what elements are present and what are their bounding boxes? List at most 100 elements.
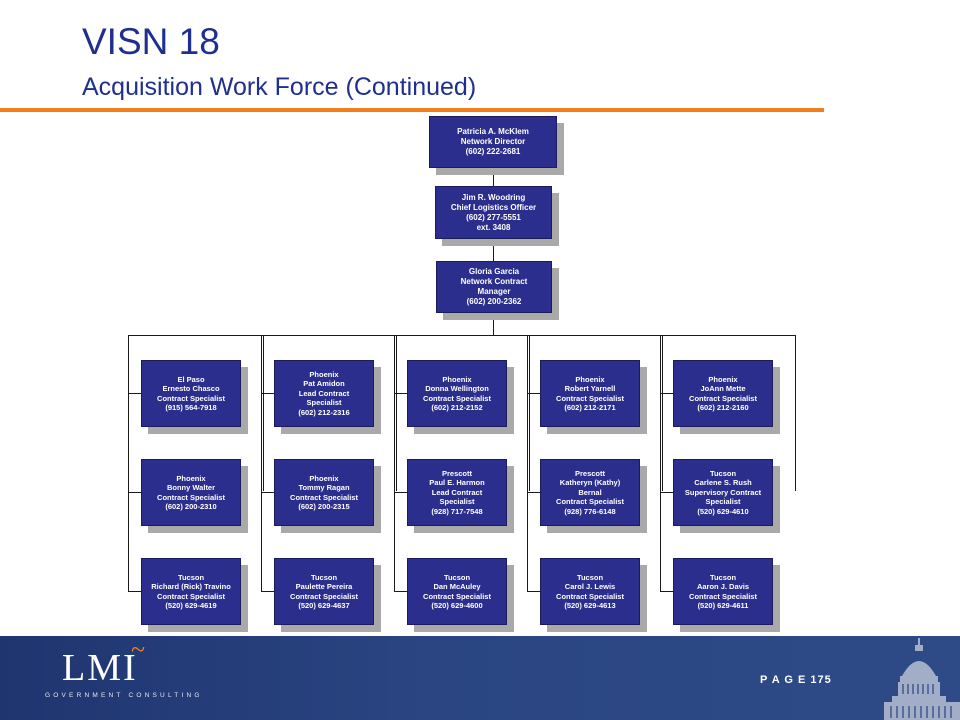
box-line: (602) 212-2160 bbox=[697, 402, 749, 412]
box-line: Contract Specialist bbox=[556, 591, 624, 601]
box-line: (915) 564-7918 bbox=[165, 402, 217, 412]
box-line: Richard (Rick) Travino bbox=[151, 582, 231, 592]
box-line: Tucson bbox=[576, 572, 604, 582]
connector-right-2 bbox=[396, 335, 397, 491]
connector-branch-3-1 bbox=[394, 393, 407, 394]
box-line: JoAnn Mette bbox=[700, 384, 746, 394]
box-line: Contract Specialist bbox=[157, 393, 225, 403]
box-line: Pat Amidon bbox=[303, 379, 345, 389]
box-line: Contract Specialist bbox=[423, 393, 491, 403]
box-line: Contract Specialist bbox=[157, 492, 225, 502]
connector-column-2 bbox=[261, 335, 262, 591]
connector-column-1 bbox=[128, 335, 129, 591]
box-line: Phoenix bbox=[442, 374, 472, 384]
connector-branch-3-3 bbox=[394, 591, 407, 592]
connector-branch-1-3 bbox=[128, 591, 141, 592]
box-line: (602) 212-2316 bbox=[298, 407, 350, 417]
box-line: Robert Yarnell bbox=[564, 384, 616, 394]
box-line: Ernesto Chasco bbox=[162, 384, 220, 394]
box-line: (520) 629-4613 bbox=[564, 600, 616, 610]
box-line: Phoenix bbox=[708, 374, 738, 384]
box-line: Patricia A. McKlem bbox=[457, 127, 529, 136]
box-line: (520) 629-4610 bbox=[697, 506, 749, 516]
connector-branch-5-2 bbox=[660, 492, 673, 493]
box-line: Network Director bbox=[460, 137, 526, 146]
box-line: Contract Specialist bbox=[290, 492, 358, 502]
box-line: Carol J. Lewis bbox=[564, 582, 616, 592]
box-line: Lead Contract bbox=[298, 388, 350, 398]
box-line: (602) 200-2362 bbox=[466, 297, 522, 306]
connector-column-4 bbox=[527, 335, 528, 591]
box-line: Contract Specialist bbox=[556, 497, 624, 507]
box-line: Phoenix bbox=[575, 374, 605, 384]
box-line: Chief Logistics Officer bbox=[450, 202, 537, 212]
box-line: Gloria Garcia bbox=[468, 267, 520, 276]
connector-bus bbox=[128, 335, 796, 336]
connector-column-5 bbox=[660, 335, 661, 591]
box-line: (602) 277-5551 bbox=[466, 212, 521, 222]
connector-right-3 bbox=[529, 335, 530, 491]
connector-clo-manager bbox=[493, 239, 494, 261]
box-line: (520) 629-4611 bbox=[697, 600, 749, 610]
box-line: Phoenix bbox=[309, 473, 339, 483]
box-line: Bernal bbox=[578, 487, 602, 497]
box-line: Katheryn (Kathy) bbox=[559, 478, 621, 488]
box-line: (520) 629-4600 bbox=[431, 600, 483, 610]
page-subtitle: Acquisition Work Force (Continued) bbox=[82, 73, 477, 101]
box-line: Phoenix bbox=[176, 473, 206, 483]
connector-branch-2-2 bbox=[261, 492, 274, 493]
box-line: Donna Wellington bbox=[425, 384, 489, 394]
box-line: Contract Specialist bbox=[290, 591, 358, 601]
box-line: (520) 629-4619 bbox=[165, 600, 217, 610]
box-line: Aaron J. Davis bbox=[696, 582, 750, 592]
connector-branch-5-1 bbox=[660, 393, 673, 394]
box-line: Specialist bbox=[439, 497, 475, 507]
box-line: Tucson bbox=[310, 572, 338, 582]
connector-branch-1-1 bbox=[128, 393, 141, 394]
connector-branch-3-2 bbox=[394, 492, 407, 493]
box-line: Network Contract bbox=[460, 277, 528, 286]
connector-director-clo bbox=[493, 168, 494, 186]
box-line: (602) 200-2310 bbox=[165, 501, 217, 511]
box-line: Paul E. Harmon bbox=[429, 478, 485, 488]
connector-column-3 bbox=[394, 335, 395, 591]
box-line: Tucson bbox=[177, 572, 205, 582]
box-line: Jim R. Woodring bbox=[461, 192, 526, 202]
box-line: (928) 717-7548 bbox=[431, 506, 483, 516]
box-line: Tucson bbox=[709, 572, 737, 582]
box-line: ext. 3408 bbox=[476, 222, 511, 232]
box-line: Contract Specialist bbox=[556, 393, 624, 403]
connector-branch-1-2 bbox=[128, 492, 141, 493]
box-line: Contract Specialist bbox=[689, 591, 757, 601]
box-line: Prescott bbox=[441, 468, 472, 478]
title-divider bbox=[0, 108, 824, 112]
box-line: Contract Specialist bbox=[689, 393, 757, 403]
box-line: Bonny Walter bbox=[166, 483, 216, 493]
connector-branch-2-3 bbox=[261, 591, 274, 592]
box-line: Carlene S. Rush bbox=[694, 478, 752, 488]
box-line: (602) 212-2171 bbox=[564, 402, 616, 412]
